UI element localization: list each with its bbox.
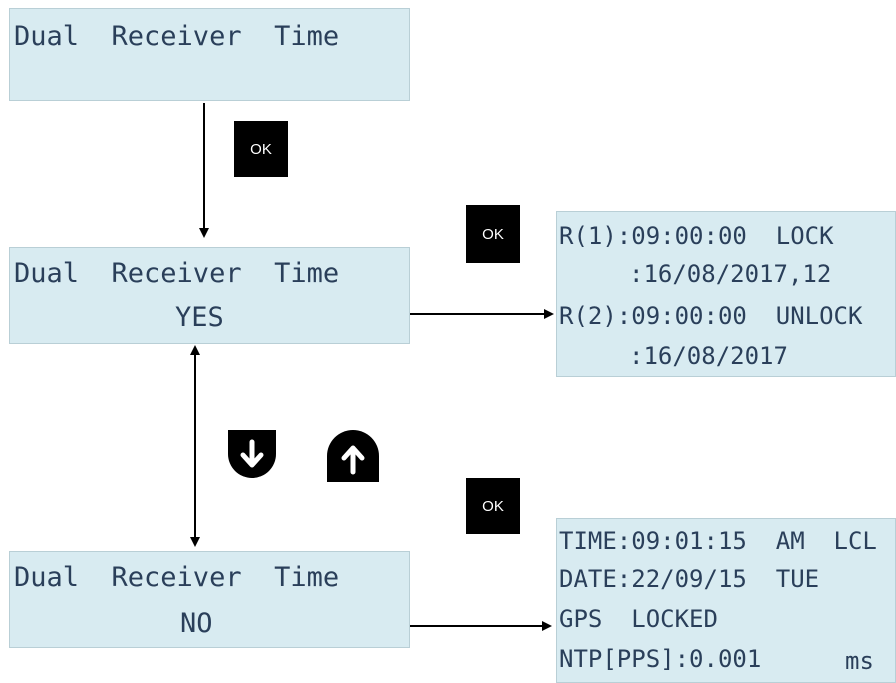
ok-key-middle: OK xyxy=(466,205,520,263)
down-arrow-icon xyxy=(228,430,276,478)
lcd-screen-receivers: R(1):09:00:00 LOCK :16/08/2017,12 R(2):0… xyxy=(556,211,896,377)
ok-key-top: OK xyxy=(234,121,288,177)
lcd-middle-line2: YES xyxy=(175,302,224,333)
receiver1-time: R(1):09:00:00 LOCK xyxy=(559,222,834,250)
status-time: TIME:09:01:15 AM LCL xyxy=(559,527,877,555)
status-date: DATE:22/09/15 TUE xyxy=(559,565,820,593)
status-ntp: NTP[PPS]:0.001 xyxy=(559,645,762,673)
lcd-bottom-line1: Dual Receiver Time xyxy=(14,562,340,593)
lcd-screen-status: TIME:09:01:15 AM LCL DATE:22/09/15 TUE G… xyxy=(556,518,896,683)
up-arrow-icon xyxy=(327,430,379,482)
lcd-top-line1: Dual Receiver Time xyxy=(14,21,340,52)
status-gps: GPS LOCKED xyxy=(559,605,718,633)
receiver1-date: :16/08/2017,12 xyxy=(629,260,832,288)
ok-key-bottom: OK xyxy=(466,478,520,534)
lcd-middle-line1: Dual Receiver Time xyxy=(14,258,340,289)
lcd-bottom-line2: NO xyxy=(180,608,213,639)
lcd-screen-middle: Dual Receiver Time YES xyxy=(9,247,410,344)
receiver2-time: R(2):09:00:00 UNLOCK xyxy=(559,302,863,330)
receiver2-date: :16/08/2017 xyxy=(629,342,788,370)
status-ntp-unit: ms xyxy=(845,647,874,675)
lcd-screen-bottom: Dual Receiver Time NO xyxy=(9,551,410,648)
lcd-screen-top: Dual Receiver Time xyxy=(9,8,410,101)
